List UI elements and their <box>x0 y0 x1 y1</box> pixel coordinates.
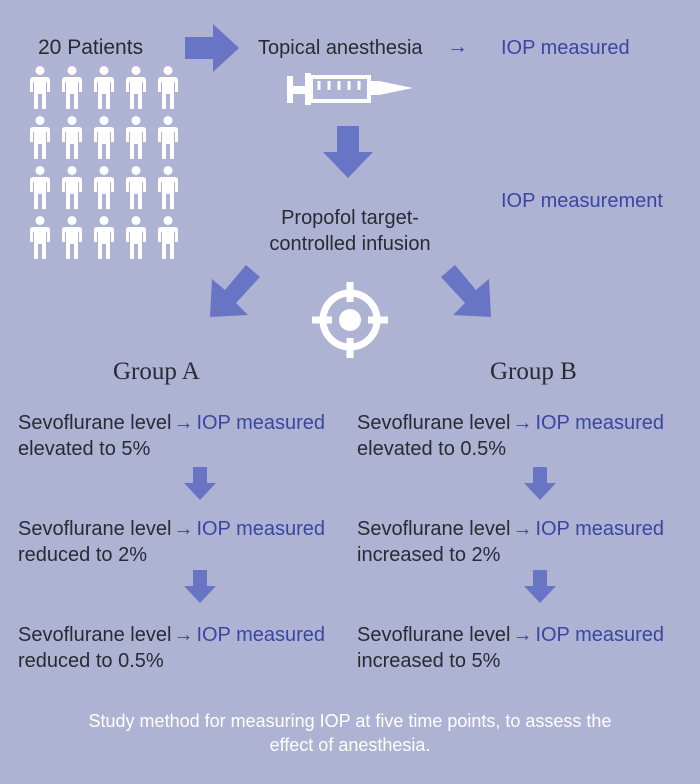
person-icon <box>126 116 146 159</box>
iop-measured-label: IOP measured <box>196 624 326 646</box>
iop-measured-label: IOP measured <box>501 37 630 59</box>
step-detail: elevated to 0.5% <box>357 438 506 460</box>
person-icon <box>158 116 178 159</box>
iop-measured-label: IOP measured <box>196 518 326 540</box>
step-label: Sevoflurane level <box>18 624 172 646</box>
thin-arrow-icon: → <box>512 518 533 540</box>
step-detail: elevated to 5% <box>18 438 151 460</box>
thin-arrow-icon: → <box>512 412 533 434</box>
thin-arrow-icon: → <box>512 624 533 646</box>
propofol-line2: controlled infusion <box>269 233 431 255</box>
group-b-step-2: Sevoflurane level→IOP measured increased… <box>357 516 664 568</box>
person-icon <box>62 116 82 159</box>
thin-arrow-icon: → <box>447 35 468 58</box>
topical-anesthesia-label: Topical anesthesia <box>258 37 423 59</box>
step-label: Sevoflurane level <box>18 412 172 434</box>
down-arrow-icon <box>524 570 556 603</box>
patients-label: 20 Patients <box>38 36 144 59</box>
caption-line2: effect of anesthesia. <box>269 735 431 755</box>
thin-arrow-icon: → <box>173 412 194 434</box>
down-arrow-icon <box>323 126 373 178</box>
person-icon <box>62 66 82 109</box>
person-icon <box>126 166 146 209</box>
propofol-line1: Propofol target- <box>281 207 419 229</box>
step-detail: increased to 2% <box>357 544 501 566</box>
syringe-icon <box>287 73 413 105</box>
person-icon <box>158 216 178 259</box>
group-a-step-2: Sevoflurane level→IOP measured reduced t… <box>18 516 325 568</box>
person-icon <box>158 166 178 209</box>
person-icon <box>126 66 146 109</box>
right-arrow-icon <box>185 24 239 72</box>
person-icon <box>62 216 82 259</box>
figure-caption: Study method for measuring IOP at five t… <box>0 709 700 757</box>
diagonal-down-right-arrow-icon <box>441 265 491 317</box>
group-a-step-1: Sevoflurane level→IOP measured elevated … <box>18 410 325 462</box>
iop-measured-label: IOP measured <box>196 412 326 434</box>
person-icon <box>94 66 114 109</box>
step-detail: reduced to 2% <box>18 544 147 566</box>
iop-measured-label: IOP measured <box>535 518 665 540</box>
caption-line1: Study method for measuring IOP at five t… <box>88 711 612 731</box>
person-icon <box>30 116 50 159</box>
group-b-step-3: Sevoflurane level→IOP measured increased… <box>357 622 664 674</box>
person-icon <box>30 66 50 109</box>
group-a-title: Group A <box>113 358 200 385</box>
down-arrow-icon <box>184 570 216 603</box>
step-detail: reduced to 0.5% <box>18 650 164 672</box>
person-icon <box>94 216 114 259</box>
person-icon <box>158 66 178 109</box>
step-label: Sevoflurane level <box>357 624 511 646</box>
down-arrow-icon <box>524 467 556 500</box>
thin-arrow-icon: → <box>173 624 194 646</box>
diagonal-down-left-arrow-icon <box>210 265 260 317</box>
person-icon <box>62 166 82 209</box>
iop-measured-label: IOP measured <box>535 412 665 434</box>
target-icon <box>312 282 388 358</box>
group-a-step-3: Sevoflurane level→IOP measured reduced t… <box>18 622 325 674</box>
person-icon <box>30 216 50 259</box>
step-label: Sevoflurane level <box>357 412 511 434</box>
person-icon <box>126 216 146 259</box>
step-label: Sevoflurane level <box>357 518 511 540</box>
thin-arrow-icon: → <box>173 518 194 540</box>
step-label: Sevoflurane level <box>18 518 172 540</box>
iop-measured-label: IOP measured <box>535 624 665 646</box>
person-icon <box>94 116 114 159</box>
group-b-title: Group B <box>490 358 577 385</box>
person-icon <box>94 166 114 209</box>
iop-measurement-label: IOP measurement <box>501 190 663 212</box>
step-detail: increased to 5% <box>357 650 501 672</box>
group-b-step-1: Sevoflurane level→IOP measured elevated … <box>357 410 664 462</box>
down-arrow-icon <box>184 467 216 500</box>
person-icon <box>30 166 50 209</box>
